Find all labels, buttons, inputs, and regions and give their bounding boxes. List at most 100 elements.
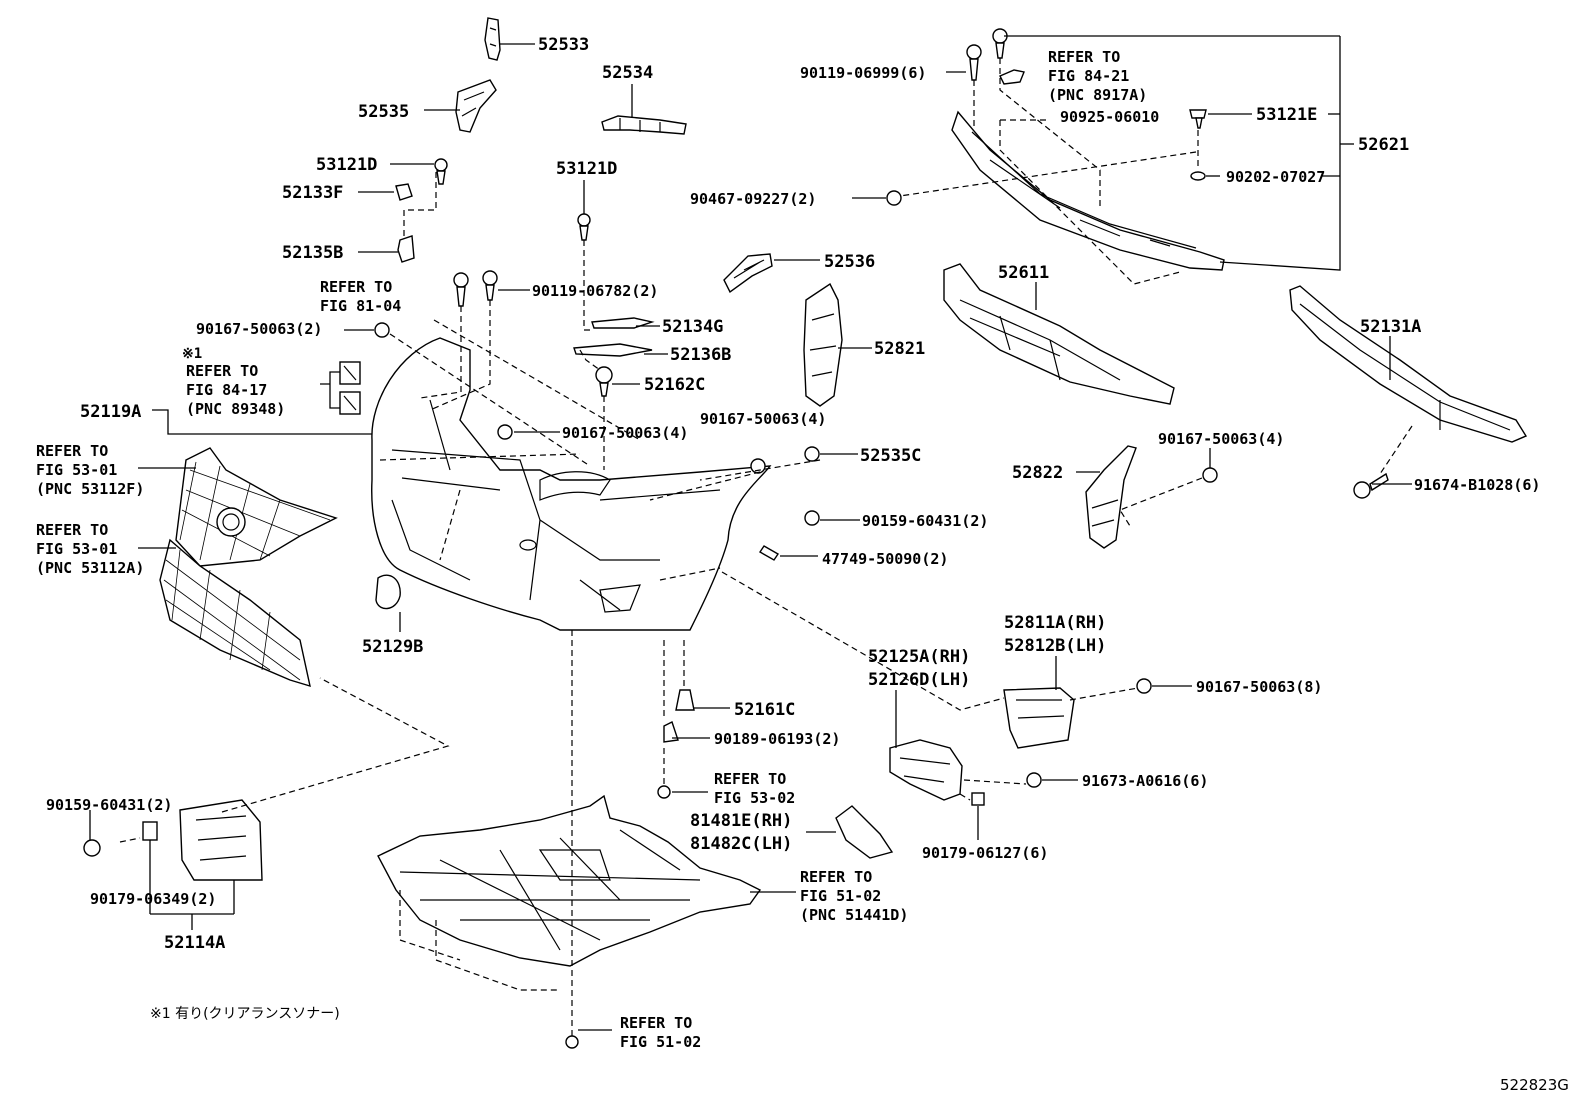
sensor-bracket-shape	[339, 361, 361, 415]
label-52621: 52621	[1358, 135, 1409, 155]
refer-84-21-line3: (PNC 8917A)	[1048, 86, 1147, 104]
bolts-misc-shape	[497, 424, 820, 561]
clip-52162C-shape	[595, 366, 613, 397]
label-47749-50090: 47749-50090(2)	[822, 550, 948, 568]
bolt-90167-50063-2-shape	[374, 322, 390, 338]
label-52611: 52611	[998, 263, 1049, 283]
label-91673-A0616: 91673-A0616(6)	[1082, 772, 1208, 790]
refer-51-02b-line2: FIG 51-02	[620, 1033, 701, 1051]
label-52135B: 52135B	[282, 243, 343, 263]
refer-51-02a-line2: FIG 51-02	[800, 887, 881, 905]
label-52535: 52535	[358, 102, 409, 122]
label-refer-fig-53-02: REFER TO FIG 53-02	[714, 770, 795, 807]
label-52129B: 52129B	[362, 637, 423, 657]
refer-84-17-line3: (PNC 89348)	[186, 400, 285, 418]
label-52125A-line1: 52125A(RH)	[868, 647, 970, 667]
label-90119-06782: 90119-06782(2)	[532, 282, 658, 300]
refer-53-02-line1: REFER TO	[714, 770, 786, 788]
label-81481E-81482C: 81481E(RH) 81482C(LH)	[690, 811, 803, 854]
part-52536-shape	[723, 253, 773, 294]
refer-51-02b-line1: REFER TO	[620, 1014, 692, 1032]
bumper-cover-52119A-shape	[371, 337, 772, 631]
label-52136B: 52136B	[670, 345, 731, 365]
label-52533: 52533	[538, 35, 589, 55]
label-90179-06127: 90179-06127(6)	[922, 844, 1048, 862]
refer-53-01b-line1: REFER TO	[36, 521, 108, 539]
part-52533-shape	[484, 17, 501, 61]
refer-53-01b-line3: (PNC 53112A)	[36, 559, 144, 577]
label-90159-60431-2-b: 90159-60431(2)	[46, 796, 172, 814]
reinforcement-52621-shape	[951, 110, 1225, 271]
label-52161C: 52161C	[734, 700, 795, 720]
cap-52129B-shape	[375, 574, 401, 610]
label-90159-60431-2-a: 90159-60431(2)	[862, 512, 988, 530]
label-52536: 52536	[824, 252, 875, 272]
label-53121D-a: 53121D	[316, 155, 377, 175]
part-52822-shape	[1085, 445, 1218, 549]
refer-84-21-line1: REFER TO	[1048, 48, 1120, 66]
refer-53-01b-line2: FIG 53-01	[36, 540, 117, 558]
label-53121E: 53121E	[1256, 105, 1317, 125]
refer-51-02a-line3: (PNC 51441D)	[800, 906, 908, 924]
label-81481E-line1: 81481E(RH)	[690, 811, 792, 831]
part-52136B-shape	[573, 343, 653, 357]
part-52125A-shape	[889, 678, 1152, 806]
screw-90119-06782-shape	[453, 270, 498, 307]
label-52133F: 52133F	[282, 183, 343, 203]
label-90119-06999: 90119-06999(6)	[800, 64, 926, 82]
refer-84-21-line2: FIG 84-21	[1048, 67, 1129, 85]
label-52534: 52534	[602, 63, 653, 83]
cover-81481E-shape	[835, 805, 894, 859]
label-refer-fig-84-21: REFER TO FIG 84-21 (PNC 8917A)	[1048, 48, 1147, 104]
part-52133F-shape	[395, 183, 413, 201]
label-53121D-b: 53121D	[556, 159, 617, 179]
refer-81-04-line1: REFER TO	[320, 278, 392, 296]
label-90167-50063-4-b: 90167-50063(4)	[562, 424, 688, 442]
label-refer-fig-51-02-b: REFER TO FIG 51-02	[620, 1014, 701, 1051]
label-52811A-line2: 52812B(LH)	[1004, 636, 1106, 656]
part-52821-shape	[803, 282, 843, 407]
label-52114A: 52114A	[164, 933, 225, 953]
refer-51-02a-line1: REFER TO	[800, 868, 872, 886]
leader-lines	[89, 35, 1412, 1031]
label-90167-50063-4-c: 90167-50063(4)	[1158, 430, 1284, 448]
grille-lower-shape	[159, 538, 311, 688]
label-note1-mark: ※1	[182, 346, 202, 362]
label-90467-09227: 90467-09227(2)	[690, 190, 816, 208]
label-91674-B1028: 91674-B1028(6)	[1414, 476, 1540, 494]
refer-53-01a-line2: FIG 53-01	[36, 461, 117, 479]
bolt-91674-B1028-shape	[1353, 472, 1389, 499]
label-52119A: 52119A	[80, 402, 141, 422]
figure-code: 522823G	[1500, 1076, 1569, 1094]
label-52125A-line2: 52126D(LH)	[868, 670, 970, 690]
reinforcement-52131A-shape	[1289, 285, 1528, 443]
label-52811A-line1: 52811A(RH)	[1004, 613, 1106, 633]
part-52535-shape	[455, 79, 497, 133]
label-refer-fig-53-01-a: REFER TO FIG 53-01 (PNC 53112F)	[36, 442, 144, 498]
label-52822: 52822	[1012, 463, 1063, 483]
refer-84-17-line1: REFER TO	[186, 362, 258, 380]
refer-81-04-line2: FIG 81-04	[320, 297, 401, 315]
part-52811A-shape	[1003, 687, 1075, 749]
dashed-lines	[119, 58, 1413, 1036]
refer-53-01a-line3: (PNC 53112F)	[36, 480, 144, 498]
engine-undercover-shape	[377, 794, 762, 967]
label-52131A: 52131A	[1360, 317, 1421, 337]
absorber-52611-shape	[943, 263, 1175, 405]
label-90202-07027: 90202-07027	[1226, 168, 1325, 186]
label-90167-50063-2: 90167-50063(2)	[196, 320, 322, 338]
label-90925-06010: 90925-06010	[1060, 108, 1159, 126]
label-90189-06193: 90189-06193(2)	[714, 730, 840, 748]
label-52811A-52812B: 52811A(RH) 52812B(LH)	[1004, 613, 1117, 656]
label-52125A-52126D: 52125A(RH) 52126D(LH)	[868, 647, 981, 690]
label-refer-fig-53-01-b: REFER TO FIG 53-01 (PNC 53112A)	[36, 521, 144, 577]
label-90179-06349: 90179-06349(2)	[90, 890, 216, 908]
refer-84-17-line2: FIG 84-17	[186, 381, 267, 399]
part-labels: 52533 52534 52535 53121D 52133F 52135B 5…	[36, 35, 1569, 1094]
part-52135B-shape	[397, 235, 415, 263]
label-refer-fig-84-17: REFER TO FIG 84-17 (PNC 89348)	[186, 362, 285, 418]
grille-upper-shape	[175, 447, 338, 567]
part-52534-shape	[601, 115, 687, 135]
clips-52161C-shape	[565, 689, 695, 1049]
